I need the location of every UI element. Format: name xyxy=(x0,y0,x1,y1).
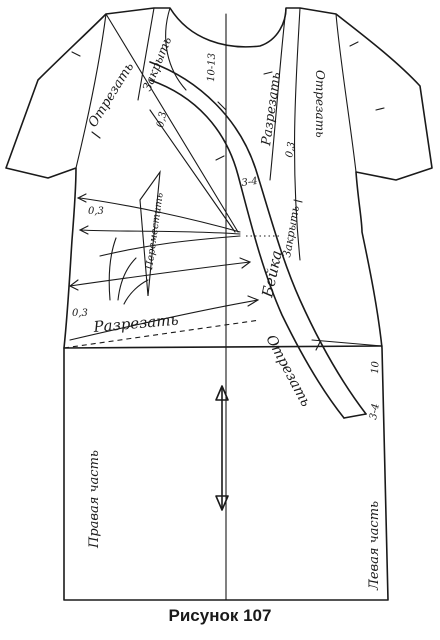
bias-strip-upper-edge xyxy=(149,61,367,415)
right-sleeve-cut-line xyxy=(335,13,357,173)
label-measure-side-lower: 0,3 xyxy=(72,308,88,319)
ray-3 xyxy=(99,235,241,257)
ray-4 xyxy=(69,261,251,287)
skirt-strip-line xyxy=(311,339,383,347)
label-measure-bias-width: 3-4 xyxy=(241,176,258,189)
label-cut-left-sleeve: Отрезать xyxy=(86,60,138,130)
left-shoulder-close-line xyxy=(137,7,155,101)
shoulder-to-bust-line xyxy=(105,13,239,233)
dart-shape xyxy=(139,170,161,297)
right-front-close-line xyxy=(294,7,301,261)
left-sleeve-cut-line xyxy=(75,13,107,169)
label-measure-side-upper: 0,3 xyxy=(88,206,104,217)
dress-outline xyxy=(5,7,433,601)
ray-1 xyxy=(79,197,241,233)
tick-marks xyxy=(71,41,385,351)
waist-line xyxy=(63,345,383,349)
label-bias-strip: Бейка xyxy=(258,249,286,300)
label-measure-strip-length: 10 xyxy=(370,360,381,374)
label-cut-right-sleeve: Отрезать xyxy=(313,70,327,138)
arrow-5 xyxy=(247,295,260,307)
label-measure-right-shoulder: 0,3 xyxy=(284,141,298,159)
ray-5 xyxy=(69,299,259,341)
label-measure-strip-end: 3-4 xyxy=(368,403,382,421)
label-cut-front: Разрезать xyxy=(259,71,284,147)
arrow-4 xyxy=(239,257,252,269)
right-front-cut-line xyxy=(269,7,287,181)
label-close-shoulder: Закрыть xyxy=(140,35,174,93)
label-measure-left-shoulder: 0,3 xyxy=(155,111,169,129)
move-arrow-1 xyxy=(108,237,117,301)
move-arrow-2 xyxy=(117,257,137,301)
ray-2 xyxy=(79,229,241,235)
move-arrow-3 xyxy=(123,279,149,305)
label-cut-hem-strip: Отрезать xyxy=(262,332,313,409)
bias-strip-end xyxy=(343,413,367,419)
arrow-2 xyxy=(78,225,89,235)
arrow-3 xyxy=(68,279,79,291)
arrow-1 xyxy=(76,193,87,203)
grain-arrow-top xyxy=(215,385,229,401)
label-right-part: Правая часть xyxy=(87,450,102,549)
hem-guide-dashed xyxy=(63,319,261,349)
label-left-part: Левая часть xyxy=(367,501,382,591)
sleeve-bias-line xyxy=(149,109,236,233)
grain-arrow-bottom xyxy=(215,495,229,511)
label-measure-center: 10-13 xyxy=(206,53,218,82)
figure-caption: Рисунок 107 xyxy=(168,606,272,625)
bias-strip-lower-edge xyxy=(149,79,345,419)
label-cut-lines: Разрезать xyxy=(92,311,179,336)
left-neck-curve xyxy=(165,7,187,91)
